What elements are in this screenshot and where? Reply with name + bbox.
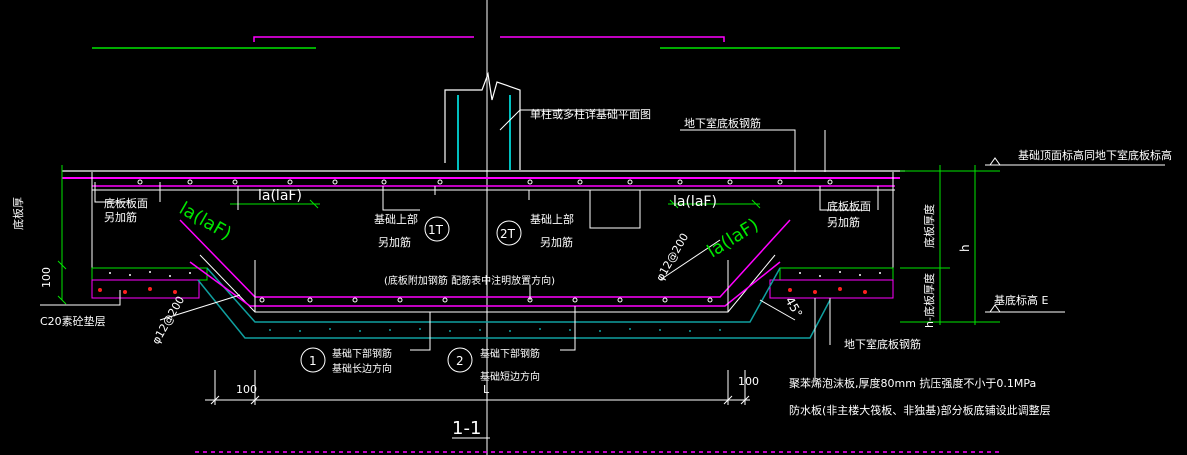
label-slab-thickness: 底板厚	[11, 197, 25, 230]
label-basement-bar-bottom: 地下室底板钢筋	[844, 337, 921, 351]
found-top-bracket-2	[589, 190, 641, 229]
found-top-bracket-1	[382, 186, 420, 211]
la-right-tick1	[669, 199, 679, 209]
circle-1-marker	[300, 347, 326, 373]
dim-bottom-tick4	[740, 395, 750, 405]
dim-bottom-tick3	[723, 395, 733, 405]
pit-outer-2	[197, 279, 831, 339]
column-outline	[444, 71, 521, 170]
label-la-left: la(laF)	[258, 188, 302, 204]
label-slab-face-right-1: 底板板面	[827, 199, 871, 213]
label-h-minus: h-底板厚度	[922, 273, 936, 328]
leader-basement-bar	[680, 129, 796, 172]
slab-bottom-dots	[109, 271, 881, 277]
elev-top-mark	[989, 157, 1001, 166]
leader-phi-left	[159, 294, 241, 321]
label-bot-bar-1a: 基础下部钢筋	[332, 347, 392, 360]
la-right-tick2	[751, 199, 761, 209]
slab-bottom-magenta-left	[91, 279, 200, 299]
label-slab-face-left-2: 另加筋	[104, 210, 137, 224]
label-bot-bar-2a: 基础下部钢筋	[480, 347, 540, 360]
dim-bottom-tick1	[210, 395, 220, 405]
circle-2-marker	[447, 347, 473, 373]
elev-bot-mark	[989, 304, 1001, 313]
slab-face-bracket-left	[94, 182, 130, 203]
pit-rebar-dots	[259, 297, 713, 303]
label-dim-L: L	[483, 383, 490, 396]
pit-inner	[199, 254, 776, 313]
dim-left-tick2	[57, 295, 67, 305]
label-circle-1: 1	[309, 354, 317, 368]
label-note-membrane: 聚苯烯泡沫板,厚度80mm 抗压强度不小于0.1MPa	[789, 376, 1036, 390]
slab-face-bracket-right	[819, 186, 862, 211]
leader-bot1	[410, 312, 431, 351]
slab-bottom-magenta-right	[769, 279, 894, 299]
top-magenta-left	[253, 36, 474, 42]
label-bot-bar-1b: 基础长边方向	[332, 362, 392, 375]
label-circle-1t: 1T	[428, 223, 444, 237]
label-top-elevation: 基础顶面标高同地下室底板标高	[1018, 148, 1172, 162]
label-dim-100-left: 100	[40, 267, 53, 288]
top-magenta-right	[500, 36, 725, 42]
label-h: h	[958, 244, 972, 252]
label-slab-face-right-2: 另加筋	[827, 215, 860, 229]
label-note-waterproof: 防水板(非主楼大筏板、非独基)部分板底铺设此调整层	[789, 403, 1051, 417]
pit-hatch-dots	[269, 328, 721, 332]
leader-bot2	[560, 306, 576, 351]
top-rebar-dots	[137, 179, 833, 185]
pit-outer	[206, 267, 781, 323]
label-single-column: 单柱或多柱详基础平面图	[530, 107, 651, 121]
label-la-right: la(laF)	[673, 194, 717, 210]
label-circle-2t: 2T	[500, 227, 516, 241]
leader-c20	[40, 290, 121, 306]
circle-2t-marker	[496, 220, 522, 246]
dim-bottom-tick2	[250, 395, 260, 405]
dim-left-tick1	[57, 260, 67, 270]
circle-1t-marker	[424, 216, 450, 242]
leader-phi-right	[659, 239, 721, 281]
label-dim-100-b1: 100	[236, 383, 257, 396]
leader-angle	[759, 299, 796, 321]
label-circle-2: 2	[456, 354, 464, 368]
label-found-top-1a: 基础上部	[374, 212, 418, 226]
label-slab-face-left-1: 底板板面	[104, 196, 148, 210]
label-found-top-2b: 另加筋	[540, 235, 573, 249]
label-c20: C20素砼垫层	[40, 314, 106, 328]
slab-bottom-red-dots	[98, 287, 867, 294]
label-dim-100-b2: 100	[738, 375, 759, 388]
pit-rebar-top	[179, 219, 791, 298]
label-found-bottom-elev: 基底标高 E	[994, 293, 1048, 307]
label-bot-bar-2b: 基础短边方向	[480, 370, 540, 383]
label-found-top-1b: 另加筋	[378, 235, 411, 249]
la-left-tick	[309, 199, 319, 209]
label-note-addbar: (底板附加钢筋 配筋表中注明放置方向)	[384, 274, 555, 287]
label-slab-thickness-right: 底板厚度	[922, 204, 936, 248]
section-title: 1-1	[452, 418, 481, 439]
label-basement-bar-top: 地下室底板钢筋	[684, 116, 761, 130]
pit-rebar-bot	[189, 261, 781, 307]
label-found-top-2a: 基础上部	[530, 212, 574, 226]
leader-single-column	[499, 109, 640, 131]
